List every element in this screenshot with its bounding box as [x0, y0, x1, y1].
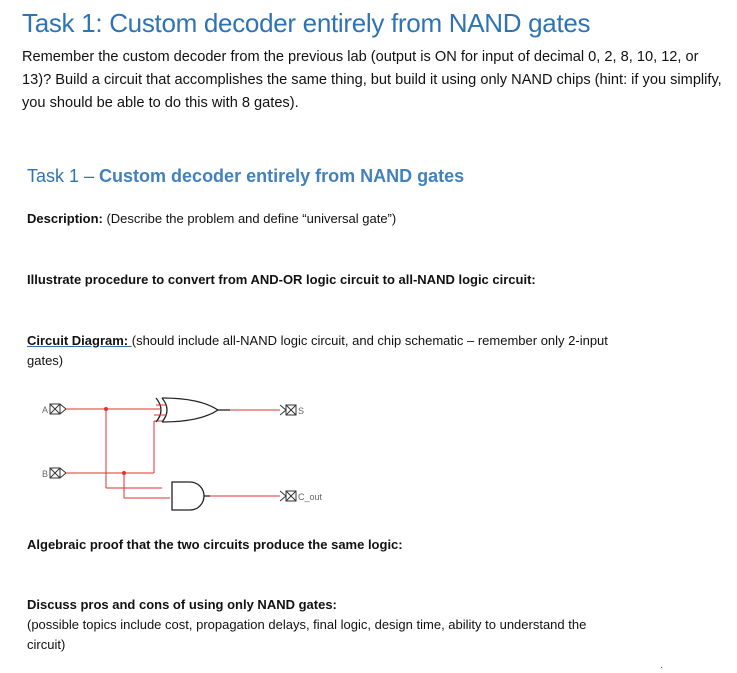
- discuss-text: (possible topics include cost, propagati…: [27, 617, 587, 652]
- illustrate-label: Illustrate procedure to convert from AND…: [27, 272, 536, 287]
- description-text: (Describe the problem and define “univer…: [102, 211, 397, 226]
- discuss-label: Discuss pros and cons of using only NAND…: [27, 597, 337, 612]
- report-heading: Task 1 – Custom decoder entirely from NA…: [27, 166, 464, 187]
- circuit-text: (should include all-NAND logic circuit, …: [27, 333, 608, 368]
- report-heading-main: Custom decoder entirely from NAND gates: [99, 166, 465, 186]
- input-pin-a: A: [42, 403, 67, 415]
- input-b-label: B: [42, 469, 48, 479]
- stray-dot: .: [660, 660, 663, 671]
- circuit-label: Circuit Diagram:: [27, 333, 132, 348]
- algebraic-section: Algebraic proof that the two circuits pr…: [27, 535, 717, 555]
- task-description: Remember the custom decoder from the pre…: [22, 49, 722, 111]
- output-pin-s: S: [279, 404, 304, 416]
- discuss-section: Discuss pros and cons of using only NAND…: [27, 595, 627, 655]
- and-gate-icon: [171, 481, 210, 511]
- circuit-diagram: A B: [42, 397, 323, 511]
- description-section: Description: (Describe the problem and d…: [27, 209, 717, 229]
- input-a-label: A: [42, 405, 48, 415]
- input-pin-b: B: [42, 467, 67, 479]
- description-label: Description:: [27, 211, 103, 226]
- circuit-wires: [66, 408, 280, 499]
- wire-junctions: [104, 407, 126, 475]
- output-cout-label: C_out: [298, 492, 323, 502]
- illustrate-section: Illustrate procedure to convert from AND…: [27, 270, 717, 290]
- report-heading-prefix: Task 1 –: [27, 166, 100, 186]
- circuit-section: Circuit Diagram: (should include all-NAN…: [27, 331, 637, 371]
- output-s-label: S: [298, 406, 304, 416]
- task-title: Task 1: Custom decoder entirely from NAN…: [22, 8, 591, 38]
- algebraic-label: Algebraic proof that the two circuits pr…: [27, 537, 403, 552]
- xor-gate-icon: [154, 397, 230, 423]
- output-pin-cout: C_out: [279, 490, 323, 502]
